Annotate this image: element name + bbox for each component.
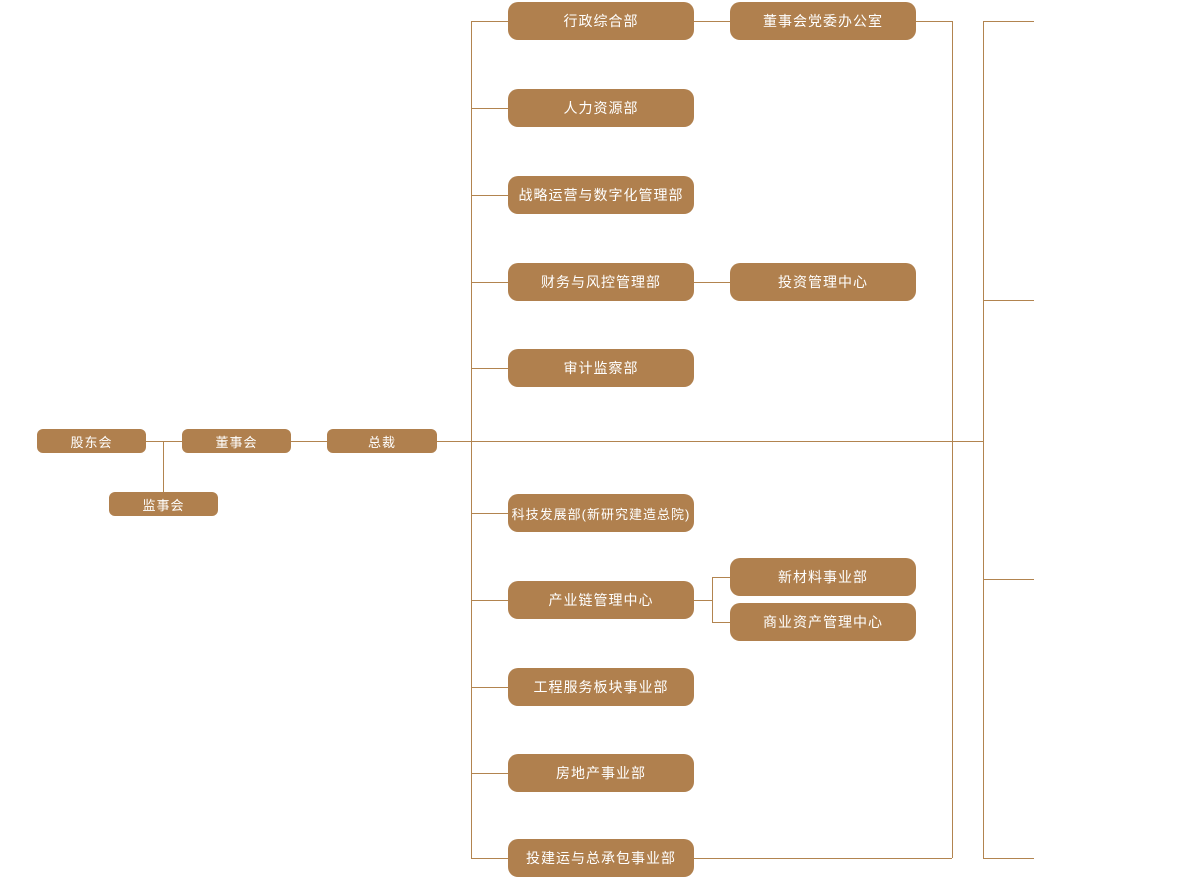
org-node-label: 投资管理中心 <box>778 274 868 290</box>
connector-line <box>471 858 508 859</box>
connector-line <box>471 600 508 601</box>
org-node-label: 审计监察部 <box>563 360 639 376</box>
connector-line <box>471 21 472 858</box>
org-node-label: 董事会党委办公室 <box>763 13 883 29</box>
org-node-investment-management-center: 投资管理中心 <box>730 263 916 301</box>
connector-line <box>471 108 508 109</box>
connector-line <box>471 195 508 196</box>
connector-line <box>694 600 712 601</box>
org-node-label: 产业链管理中心 <box>548 592 654 608</box>
org-node-label: 房地产事业部 <box>556 765 646 781</box>
org-node-industry-chain-management-center: 产业链管理中心 <box>508 581 694 619</box>
connector-line <box>471 368 508 369</box>
connector-line <box>983 21 984 858</box>
org-node-strategy-operations-digital-dept: 战略运营与数字化管理部 <box>508 176 694 214</box>
connector-line <box>694 282 730 283</box>
org-node-admin-general-dept: 行政综合部 <box>508 2 694 40</box>
connector-line <box>471 513 508 514</box>
connector-line <box>694 21 730 22</box>
org-node-shareholders-meeting: 股东会 <box>37 429 146 453</box>
org-node-label: 商业资产管理中心 <box>763 614 883 630</box>
connector-line <box>712 577 730 578</box>
org-node-label: 投建运与总承包事业部 <box>526 850 676 866</box>
org-node-label: 战略运营与数字化管理部 <box>518 187 684 203</box>
connector-line <box>694 858 952 859</box>
org-node-new-materials-division: 新材料事业部 <box>730 558 916 596</box>
org-node-label: 工程服务板块事业部 <box>533 679 669 695</box>
connector-line <box>983 300 1034 301</box>
connector-line <box>163 441 164 492</box>
connector-line <box>712 577 713 622</box>
connector-line <box>471 21 508 22</box>
org-node-audit-supervision-dept: 审计监察部 <box>508 349 694 387</box>
org-node-board-party-committee-office: 董事会党委办公室 <box>730 2 916 40</box>
connector-line <box>471 773 508 774</box>
org-node-invest-build-operate-epc-division: 投建运与总承包事业部 <box>508 839 694 877</box>
connector-line <box>146 441 182 442</box>
connector-line <box>437 441 983 442</box>
connector-line <box>712 622 730 623</box>
org-node-finance-risk-control-dept: 财务与风控管理部 <box>508 263 694 301</box>
org-node-real-estate-division: 房地产事业部 <box>508 754 694 792</box>
org-node-human-resources-dept: 人力资源部 <box>508 89 694 127</box>
connector-line <box>952 21 953 858</box>
org-node-tech-development-dept: 科技发展部(新研究建造总院) <box>508 494 694 532</box>
org-node-president: 总裁 <box>327 429 437 453</box>
connector-line <box>291 441 327 442</box>
org-node-label: 人力资源部 <box>563 100 639 116</box>
org-node-label: 总裁 <box>367 434 396 450</box>
org-node-engineering-services-division: 工程服务板块事业部 <box>508 668 694 706</box>
org-node-label: 科技发展部(新研究建造总院) <box>511 506 691 522</box>
org-node-label: 股东会 <box>70 434 113 450</box>
org-node-commercial-assets-management-center: 商业资产管理中心 <box>730 603 916 641</box>
org-node-label: 新材料事业部 <box>778 569 868 585</box>
org-node-label: 董事会 <box>215 434 258 450</box>
connector-line <box>983 21 1034 22</box>
org-node-label: 监事会 <box>142 497 185 513</box>
connector-line <box>471 282 508 283</box>
org-node-supervisory-board: 监事会 <box>109 492 218 516</box>
org-node-board-of-directors: 董事会 <box>182 429 291 453</box>
org-node-label: 财务与风控管理部 <box>541 274 661 290</box>
connector-line <box>471 687 508 688</box>
connector-line <box>916 21 952 22</box>
connector-line <box>983 858 1034 859</box>
org-node-label: 行政综合部 <box>563 13 639 29</box>
connector-line <box>983 579 1034 580</box>
